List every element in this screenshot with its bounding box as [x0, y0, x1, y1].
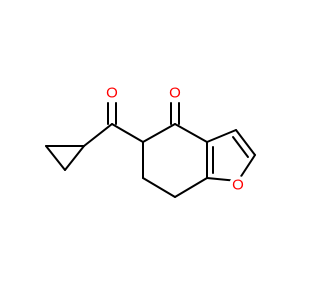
- double-bond: [232, 136, 249, 158]
- atom-labels: O O O: [103, 84, 247, 194]
- atom-label-background: [166, 84, 184, 102]
- atom-label-background: [229, 176, 247, 194]
- bond: [174, 123, 208, 143]
- bond: [111, 123, 144, 143]
- bond: [235, 129, 256, 156]
- bond: [64, 145, 85, 171]
- oxygen-atom-label: O: [106, 85, 118, 102]
- oxygen-atom-label: O: [169, 85, 181, 102]
- bond: [142, 177, 176, 198]
- bonds: [45, 102, 256, 198]
- oxygen-atom-label: O: [232, 177, 244, 194]
- bond: [45, 145, 66, 171]
- atom-label-background: [103, 84, 121, 102]
- bond: [206, 129, 237, 143]
- molecule-diagram: O O O: [45, 84, 256, 198]
- bond: [142, 123, 176, 143]
- bond: [83, 123, 113, 147]
- bond: [174, 177, 208, 198]
